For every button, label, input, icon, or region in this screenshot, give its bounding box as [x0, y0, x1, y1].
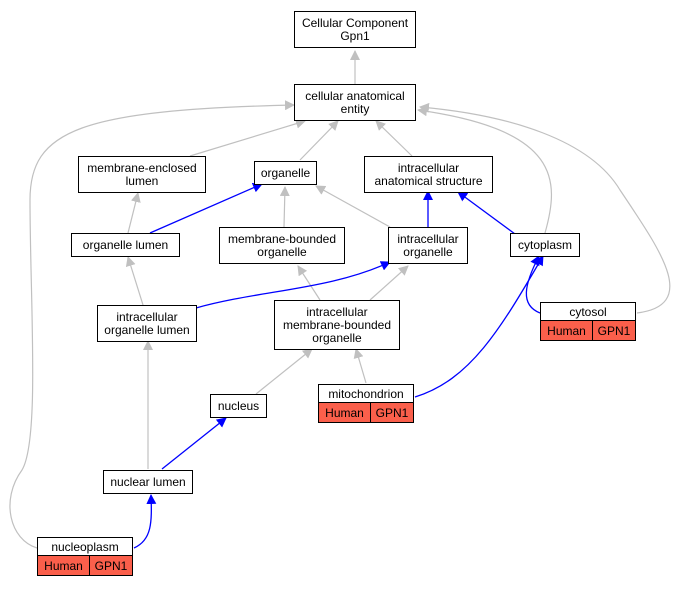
edge-imbo-iorg — [369, 265, 409, 301]
node-cytoplasm[interactable]: cytoplasm — [510, 233, 580, 257]
edge-mel-cae — [189, 118, 306, 157]
node-label: cellular anatomical entity — [305, 88, 405, 116]
node-label: nucleoplasm — [37, 537, 133, 556]
node-label: Cellular Component Gpn1 — [301, 15, 409, 43]
gene-cell: GPN1 — [597, 323, 631, 338]
node-label: membrane-bounded organelle — [227, 231, 337, 259]
node-intracellular-organelle-lumen[interactable]: intracellular organelle lumen — [97, 305, 197, 342]
edge-organelle-cae — [299, 120, 339, 161]
node-label: intracellular organelle lumen — [104, 309, 190, 337]
edge-ias-cae — [375, 120, 413, 157]
node-label: organelle — [260, 165, 311, 180]
node-intracellular-membrane-bounded-organelle[interactable]: intracellular membrane-bounded organelle — [274, 300, 400, 350]
node-intracellular-anatomical-structure[interactable]: intracellular anatomical structure — [364, 156, 493, 193]
species-cell: Human — [319, 403, 371, 422]
node-intracellular-organelle[interactable]: intracellular organelle — [388, 227, 468, 264]
gene-cell: GPN1 — [94, 558, 128, 573]
edge-cytoplasm-ias — [457, 191, 516, 235]
edge-nucleus-imbo — [255, 348, 313, 395]
edge-iol-iorg — [195, 261, 391, 309]
edge-cytosol-cae — [419, 102, 671, 314]
annotation-row: Human GPN1 — [540, 321, 636, 341]
species-cell: Human — [541, 321, 593, 340]
edge-iol-olumen — [125, 256, 144, 306]
node-label: intracellular membrane-bounded organelle — [282, 304, 392, 345]
node-label: nucleus — [217, 398, 260, 413]
node-label: intracellular anatomical structure — [374, 160, 483, 188]
node-cytosol[interactable]: cytosol Human GPN1 — [540, 302, 636, 341]
node-label: membrane-enclosed lumen — [87, 160, 197, 188]
node-cellular-anatomical-entity[interactable]: cellular anatomical entity — [294, 84, 416, 121]
annotation-row: Human GPN1 — [37, 556, 133, 576]
node-membrane-bounded-organelle[interactable]: membrane-bounded organelle — [219, 227, 345, 264]
edge-mbo-organelle — [279, 186, 290, 228]
gene-cell: GPN1 — [375, 405, 409, 420]
node-mitochondrion[interactable]: mitochondrion Human GPN1 — [318, 384, 414, 423]
node-label: cytoplasm — [517, 237, 573, 252]
annotation-row: Human GPN1 — [318, 403, 414, 423]
edge-olumen-organelle — [149, 183, 263, 234]
node-nuclear-lumen[interactable]: nuclear lumen — [103, 470, 193, 494]
node-organelle-lumen[interactable]: organelle lumen — [71, 233, 180, 257]
node-nucleoplasm[interactable]: nucleoplasm Human GPN1 — [37, 537, 133, 576]
edge-imbo-mbo — [297, 265, 321, 301]
node-nucleus[interactable]: nucleus — [210, 394, 267, 418]
node-membrane-enclosed-lumen[interactable]: membrane-enclosed lumen — [78, 156, 206, 193]
edge-nucleoplasm-cae — [9, 100, 295, 549]
node-label: cytosol — [540, 302, 636, 321]
edge-mito-imbo — [353, 348, 367, 384]
node-organelle[interactable]: organelle — [254, 161, 317, 185]
edge-nlumen-nucleus — [161, 417, 227, 470]
node-label: intracellular organelle — [397, 231, 459, 259]
node-label: organelle lumen — [82, 237, 169, 252]
node-label: mitochondrion — [318, 384, 414, 403]
species-cell: Human — [38, 556, 90, 575]
edge-iorg-organelle — [315, 185, 391, 228]
node-cellular-component-gpn1[interactable]: Cellular Component Gpn1 — [294, 11, 416, 48]
node-label: nuclear lumen — [110, 474, 186, 489]
edge-nucleoplasm-nlumen — [133, 494, 157, 549]
edge-olumen-mel — [127, 192, 141, 234]
edge-cytoplasm-cae — [417, 106, 553, 234]
edge-mito-cytoplasm — [414, 255, 544, 398]
